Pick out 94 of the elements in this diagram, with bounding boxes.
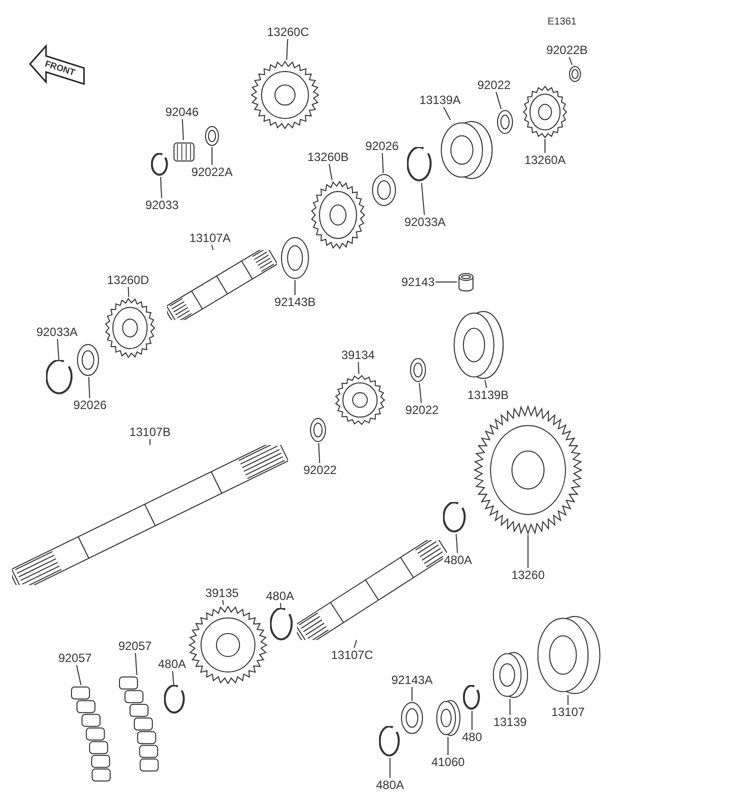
- callout-number: 92022: [302, 463, 338, 477]
- gear-drawing: [310, 180, 366, 250]
- callout-number: 92143: [400, 275, 436, 289]
- leader-line: [286, 38, 288, 60]
- circlip-drawing: [270, 608, 294, 642]
- callout-number: 92022: [404, 403, 440, 417]
- circlip-drawing: [463, 685, 481, 711]
- leader-line: [56, 338, 60, 360]
- callout-number: 13139B: [466, 388, 510, 402]
- shaft-drawing: [167, 250, 277, 320]
- leader-line: [160, 176, 162, 198]
- shaft-drawing: [12, 445, 288, 585]
- callout-number: 13107: [550, 705, 586, 719]
- callout-number: 92026: [364, 139, 400, 153]
- leader-line: [222, 600, 224, 606]
- gear-drawing: [104, 297, 156, 359]
- needle-bearing-drawing: [173, 140, 195, 164]
- callout-number: 13107C: [330, 648, 374, 662]
- washer-drawing: [568, 65, 582, 83]
- callout-number: 13260A: [523, 153, 567, 167]
- leader-line: [354, 640, 358, 648]
- leader-line: [496, 92, 502, 110]
- leader-line: [134, 652, 138, 676]
- leader-line: [484, 380, 488, 388]
- callout-number: 39135: [204, 586, 240, 600]
- leader-line: [280, 602, 282, 608]
- callout-number: 480A: [374, 778, 406, 792]
- gear-drawing: [250, 60, 320, 130]
- gear-drawing: [334, 374, 386, 426]
- washer-drawing: [204, 125, 220, 147]
- callout-number: 13139A: [418, 93, 462, 107]
- callout-number: 92022A: [190, 165, 234, 179]
- callout-number: 13139: [492, 715, 528, 729]
- direction-label: FRONT: [44, 58, 76, 78]
- leader-line: [211, 244, 214, 250]
- callout-number: 92033: [144, 198, 180, 212]
- leader-line: [294, 280, 296, 296]
- callout-number: 13260D: [106, 273, 150, 287]
- hub-drawing: [490, 651, 530, 699]
- callout-number: 92026: [72, 398, 108, 412]
- circlip-drawing: [379, 726, 401, 758]
- callout-number: 39134: [340, 348, 376, 362]
- circlip-drawing: [46, 360, 74, 396]
- gear-drawing: [522, 85, 568, 139]
- washer-drawing: [496, 109, 514, 135]
- callout-number: 13107B: [128, 425, 172, 439]
- washer-drawing: [280, 236, 310, 280]
- washer-drawing: [371, 173, 397, 207]
- circlip-drawing: [151, 153, 169, 177]
- circlip-drawing: [443, 502, 467, 534]
- callout-number: 92033A: [403, 215, 447, 229]
- gear-drawing: [473, 405, 583, 535]
- washer-drawing: [409, 357, 427, 383]
- callout-number: 92022B: [545, 43, 589, 57]
- callout-number: 13107A: [188, 231, 232, 245]
- part-code: E1361: [548, 16, 576, 28]
- washer-drawing: [400, 701, 424, 735]
- washer-drawing: [76, 343, 100, 377]
- leader-line: [456, 534, 458, 554]
- leader-line: [172, 670, 174, 686]
- callout-number: 13260: [510, 568, 546, 582]
- gear-drawing: [188, 605, 268, 685]
- callout-number: 480A: [156, 657, 188, 671]
- leader-line: [182, 118, 184, 140]
- callout-number: 92057: [117, 639, 153, 653]
- hub-drawing: [434, 699, 462, 737]
- leader-line: [318, 442, 320, 464]
- leader-line: [88, 376, 90, 398]
- callout-number: 92046: [164, 105, 200, 119]
- callout-number: 41060: [430, 755, 466, 769]
- callout-number: 13260C: [266, 25, 310, 39]
- callout-number: 13260B: [306, 150, 350, 164]
- leader-line: [544, 138, 546, 154]
- leader-line: [382, 152, 384, 174]
- callout-number: 92022: [476, 78, 512, 92]
- leader-line: [128, 286, 130, 298]
- callout-number: 480A: [442, 553, 474, 567]
- washer-drawing: [309, 417, 327, 443]
- leader-line: [421, 182, 425, 216]
- callout-number: 480: [460, 730, 484, 744]
- leader-line: [358, 362, 360, 374]
- callout-number: 92033A: [35, 325, 79, 339]
- circlip-drawing: [164, 685, 186, 715]
- collar-drawing: [457, 272, 475, 292]
- circlip-drawing: [407, 147, 433, 183]
- leader-line: [443, 106, 451, 120]
- leader-line: [418, 382, 422, 404]
- leader-line: [76, 664, 82, 686]
- callout-number: 92057: [57, 651, 93, 665]
- callout-number: 92143B: [273, 295, 317, 309]
- callout-number: 480A: [264, 589, 296, 603]
- leader-line: [328, 164, 332, 180]
- callout-number: 92143A: [390, 673, 434, 687]
- leader-line: [568, 56, 572, 66]
